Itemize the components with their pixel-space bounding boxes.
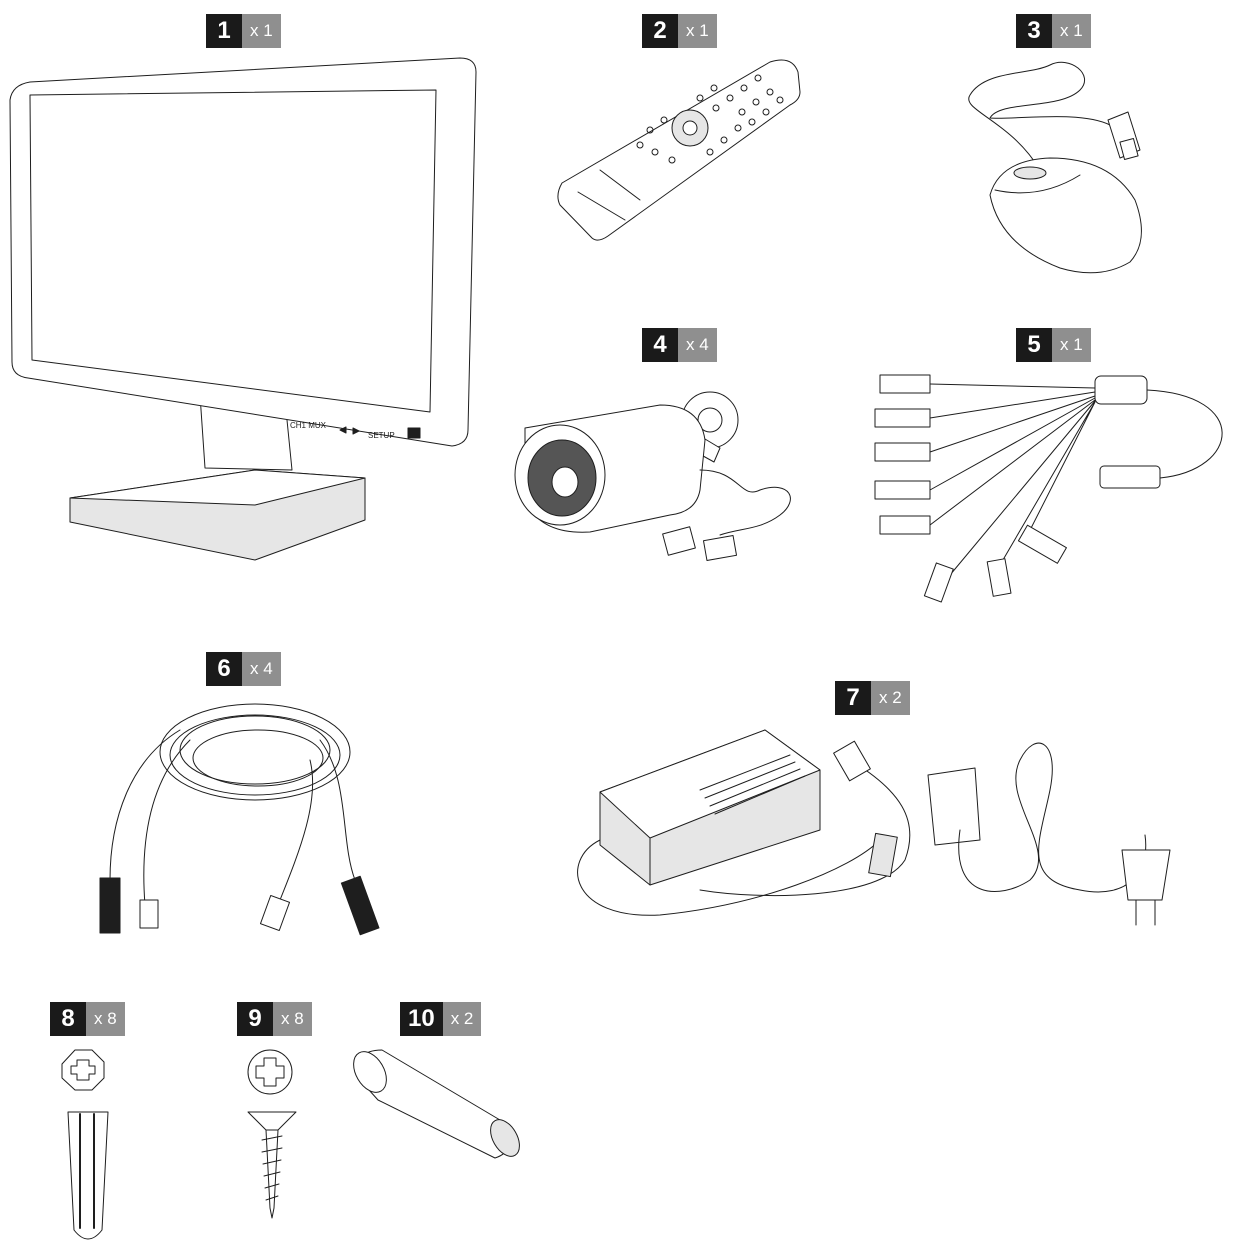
- item-quantity: x 1: [1052, 328, 1091, 362]
- usb-mouse-icon: [968, 61, 1142, 274]
- item-6-badge: 6 x 4: [206, 652, 281, 686]
- item-5-badge: 5 x 1: [1016, 328, 1091, 362]
- item-number: 2: [642, 14, 678, 48]
- item-7-badge: 7 x 2: [835, 681, 910, 715]
- item-quantity: x 4: [678, 328, 717, 362]
- item-quantity: x 1: [1052, 14, 1091, 48]
- item-3-badge: 3 x 1: [1016, 14, 1091, 48]
- monitor-label-left: CH1 MUX: [290, 421, 327, 430]
- item-quantity: x 8: [273, 1002, 312, 1036]
- item-10-badge: 10 x 2: [400, 1002, 482, 1036]
- item-quantity: x 8: [86, 1002, 125, 1036]
- wall-anchor-icon: [61, 1049, 109, 1240]
- power-adapter-icon: [577, 729, 1171, 926]
- item-number: 5: [1016, 328, 1052, 362]
- item-number: 7: [835, 681, 871, 715]
- remote-control-icon: [557, 59, 801, 241]
- monitor-icon: CH1 MUX SETUP: [9, 57, 477, 561]
- item-quantity: x 1: [678, 14, 717, 48]
- item-quantity: x 2: [871, 681, 910, 715]
- item-quantity: x 1: [242, 14, 281, 48]
- item-quantity: x 4: [242, 652, 281, 686]
- item-number: 1: [206, 14, 242, 48]
- bnc-extension-cable-icon: [99, 703, 380, 936]
- screw-icon: [247, 1049, 297, 1219]
- item-1-badge: 1 x 1: [206, 14, 281, 48]
- item-9-badge: 9 x 8: [237, 1002, 312, 1036]
- power-splitter-cable-icon: [874, 374, 1223, 603]
- monitor-label-right: SETUP: [368, 431, 395, 440]
- item-number: 8: [50, 1002, 86, 1036]
- item-number: 4: [642, 328, 678, 362]
- item-2-badge: 2 x 1: [642, 14, 717, 48]
- item-number: 9: [237, 1002, 273, 1036]
- item-8-badge: 8 x 8: [50, 1002, 125, 1036]
- item-number: 6: [206, 652, 242, 686]
- bullet-camera-icon: [514, 391, 791, 561]
- item-quantity: x 2: [442, 1002, 482, 1036]
- item-4-badge: 4 x 4: [642, 328, 717, 362]
- aa-battery-icon: [353, 1049, 520, 1159]
- item-number: 3: [1016, 14, 1052, 48]
- item-number: 10: [400, 1002, 443, 1036]
